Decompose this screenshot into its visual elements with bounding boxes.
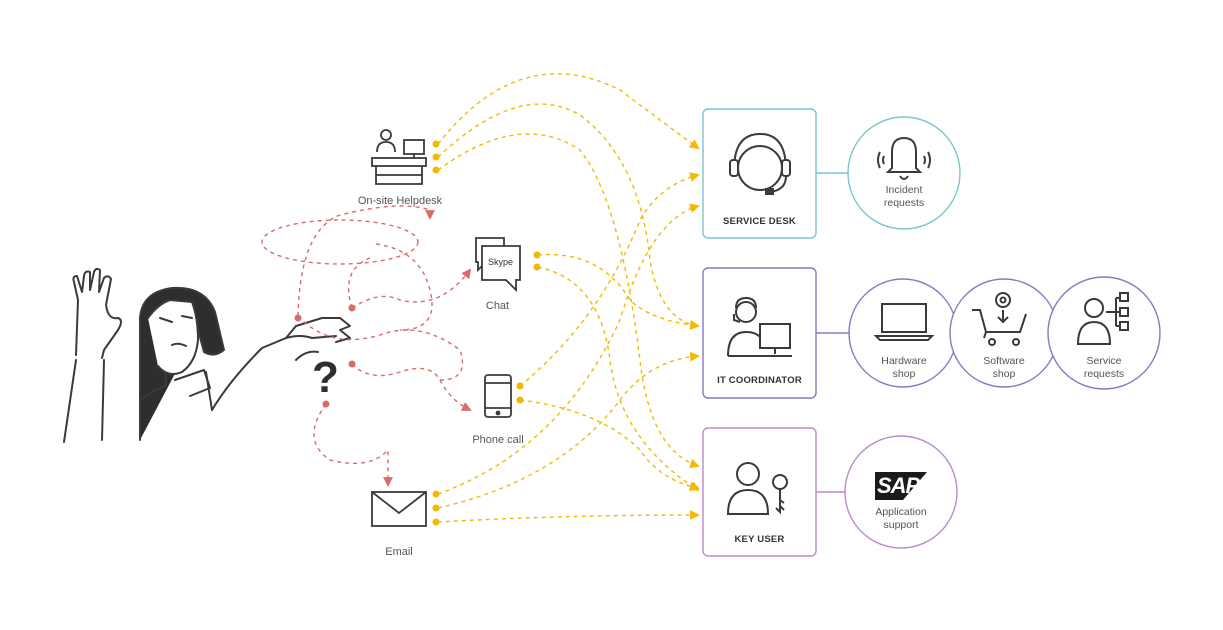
user-hierarchy-icon [1076, 292, 1129, 345]
it-coordinator-icon [727, 296, 792, 357]
headset-icon [729, 132, 791, 195]
helpdesk-label: On-site Helpdesk [357, 195, 443, 207]
shopping-cart-icon [972, 292, 1027, 346]
phone-icon [484, 374, 512, 418]
question-mark-icon: ? [312, 353, 339, 402]
confusion-dots [294, 304, 356, 408]
email-icon [371, 491, 427, 527]
key-user-label: KEY USER [734, 534, 785, 545]
bell-icon [877, 136, 931, 180]
it-coordinator-label: IT COORDINATOR [717, 375, 802, 386]
key-user-icon [726, 462, 788, 515]
chat-label: Chat [485, 300, 510, 312]
email-label: Email [385, 546, 413, 558]
request-flows [437, 73, 700, 523]
helpdesk-icon [371, 129, 427, 185]
service-requests-line1: Service [1086, 355, 1122, 367]
service-desk-label: SERVICE DESK [723, 216, 796, 227]
hardware-shop-line1: Hardware [881, 355, 927, 367]
chat-icon [475, 237, 521, 293]
incident-requests-line1: Incident [885, 184, 923, 196]
software-shop-line1: Software [983, 355, 1025, 367]
service-requests-circle [1047, 276, 1161, 390]
application-support-line1: Application [875, 506, 927, 518]
sap-logo-text: SAP [877, 473, 920, 498]
confused-person-illustration [63, 267, 351, 443]
sap-logo [875, 472, 927, 500]
phone-call-label: Phone call [472, 434, 524, 446]
hardware-shop-label: Hardware shop [860, 355, 948, 381]
application-support-label: Application support [856, 506, 946, 532]
confusion-paths [261, 205, 472, 487]
service-requests-label: Service requests [1060, 355, 1148, 381]
software-shop-label: Software shop [960, 355, 1048, 381]
application-support-line2: support [883, 519, 919, 531]
laptop-icon [873, 303, 935, 341]
service-requests-line2: requests [1083, 368, 1125, 380]
software-shop-line2: shop [992, 368, 1016, 380]
skype-label: Skype [488, 257, 514, 267]
incident-requests-label: Incident requests [860, 184, 948, 210]
incident-requests-line2: requests [883, 197, 925, 209]
hardware-shop-line2: shop [892, 368, 916, 380]
flow-dots [432, 140, 541, 526]
